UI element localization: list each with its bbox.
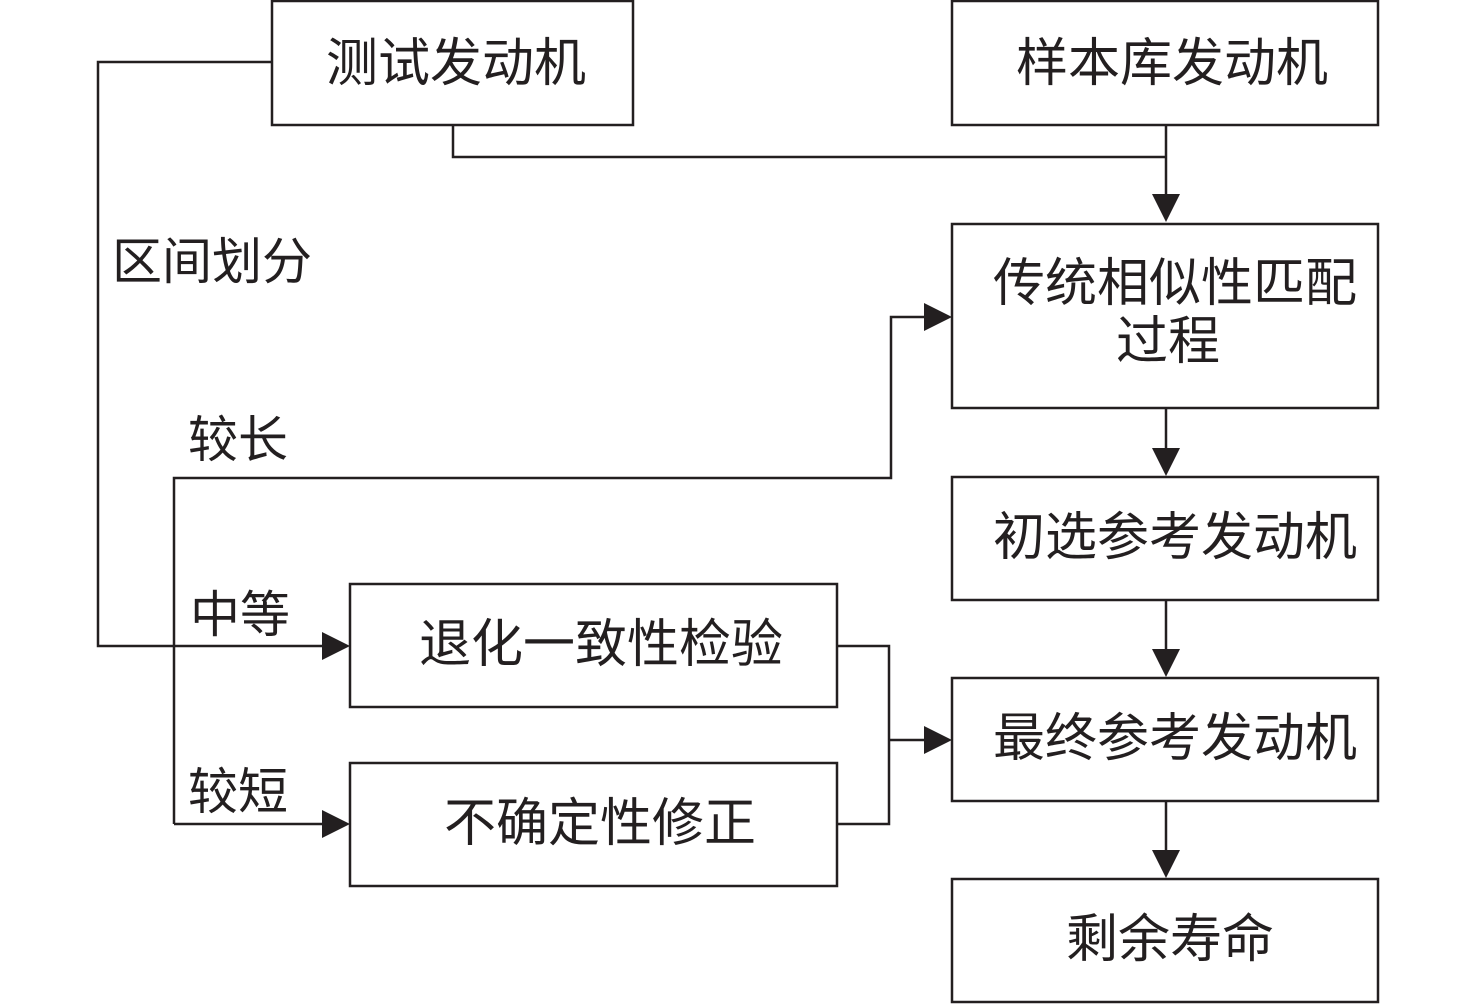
- degradation-consistency-test-box: [348, 582, 839, 709]
- traditional-matching-label-line1: 传统相似性匹配: [993, 254, 1357, 314]
- arrowhead-into-matching: [1152, 194, 1180, 222]
- connector-longer-branch: [172, 315, 928, 824]
- medium-label: 中等: [190, 586, 290, 644]
- arrowhead-into-initial-reference: [1152, 448, 1180, 476]
- remaining-life-box: [950, 877, 1380, 1004]
- connector-degradation-to-final: [837, 644, 891, 826]
- arrowhead-into-remaining-life: [1152, 850, 1180, 878]
- test-engine-box: [270, 0, 635, 127]
- uncertainty-correction-box: [348, 761, 839, 888]
- arrowhead-into-uncertainty: [322, 810, 350, 838]
- arrowhead-into-final-from-initial: [1152, 649, 1180, 677]
- remaining-life-label: 剩余寿命: [1066, 910, 1274, 970]
- final-reference-engine-box: [950, 676, 1380, 803]
- sample-library-engine-box: [950, 0, 1380, 127]
- arrowhead-longer-into-matching: [924, 303, 952, 331]
- shorter-label: 较短: [188, 763, 288, 821]
- uncertainty-correction-label: 不确定性修正: [444, 794, 756, 854]
- interval-division-label: 区间划分: [112, 233, 312, 291]
- initial-reference-engine-box: [950, 475, 1380, 602]
- final-reference-engine-label: 最终参考发动机: [993, 709, 1357, 769]
- traditional-matching-label-line2: 过程: [1116, 312, 1220, 372]
- arrowhead-into-degradation-test: [322, 632, 350, 660]
- arrowhead-into-final-reference: [924, 726, 952, 754]
- connector-test-to-matching: [451, 125, 1166, 159]
- test-engine-label: 测试发动机: [326, 34, 586, 94]
- degradation-consistency-test-label: 退化一致性检验: [419, 615, 783, 675]
- sample-library-engine-label: 样本库发动机: [1016, 34, 1328, 94]
- traditional-matching-box: [950, 222, 1380, 410]
- longer-label: 较长: [188, 411, 288, 469]
- initial-reference-engine-label: 初选参考发动机: [993, 508, 1357, 568]
- connector-interval-division: [96, 60, 326, 648]
